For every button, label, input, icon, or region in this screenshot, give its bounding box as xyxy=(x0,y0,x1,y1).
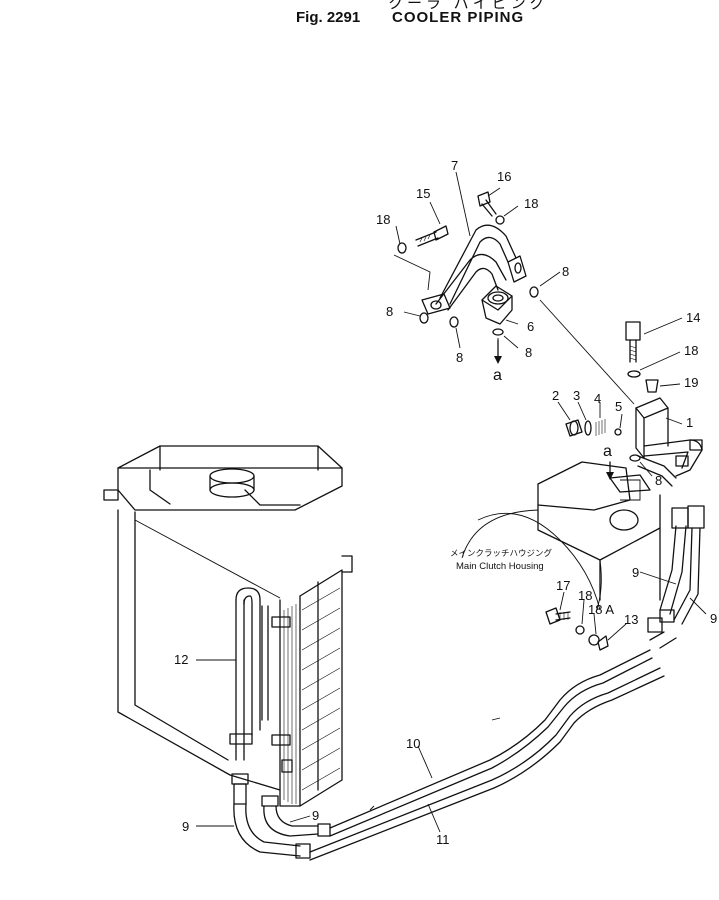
callout-14: 14 xyxy=(686,310,700,325)
callout-17: 17 xyxy=(556,578,570,593)
view-label-a-lower: a xyxy=(493,367,502,384)
callout-13: 13 xyxy=(624,612,638,627)
manifold-block-1 xyxy=(620,397,703,501)
callout-3: 3 xyxy=(573,388,580,403)
callout-18: 18 xyxy=(578,588,592,603)
figure-title: COOLER PIPING xyxy=(392,9,525,26)
callout-8: 8 xyxy=(386,304,393,319)
callout-1: 1 xyxy=(686,415,693,430)
callout-8: 8 xyxy=(562,264,569,279)
housing-label-en: Main Clutch Housing xyxy=(456,561,544,572)
clamp-13-bolt-17 xyxy=(545,607,609,651)
callout-9: 9 xyxy=(312,808,319,823)
callout-5: 5 xyxy=(615,399,622,414)
callout-numbers: 7 16 15 18 18 8 8 8 8 6 14 18 19 2 3 4 5… xyxy=(174,158,717,847)
callout-10: 10 xyxy=(406,736,420,751)
oil-cooler-pipe-12 xyxy=(229,587,293,773)
view-indicator-a: a a xyxy=(493,339,614,480)
callout-8: 8 xyxy=(456,350,463,365)
figure-header: クーラ パイピング Fig. 2291 COOLER PIPING xyxy=(0,0,719,34)
fittings-2-3-4-5 xyxy=(565,419,622,437)
pipe-7-assembly xyxy=(393,191,641,462)
callout-18: 18 xyxy=(524,196,538,211)
callout-9: 9 xyxy=(182,819,189,834)
callout-9: 9 xyxy=(710,611,717,626)
housing-label-jp: メインクラッチハウジング xyxy=(450,548,553,559)
hose-9-right xyxy=(647,505,705,649)
callout-11: 11 xyxy=(436,832,450,847)
callout-12: 12 xyxy=(174,652,188,667)
callout-9: 9 xyxy=(632,565,639,580)
callout-18: 18 xyxy=(684,343,698,358)
callout-8: 8 xyxy=(655,473,662,488)
callout-7: 7 xyxy=(451,158,458,173)
view-label-a-upper: a xyxy=(603,443,612,460)
radiator xyxy=(103,445,353,807)
long-pipes-10-11 xyxy=(309,649,665,861)
housing-label: メインクラッチハウジング Main Clutch Housing xyxy=(450,548,553,572)
callout-16: 16 xyxy=(497,169,511,184)
callout-6: 6 xyxy=(527,319,534,334)
callout-4: 4 xyxy=(594,391,601,406)
callout-18: 18 xyxy=(376,212,390,227)
callout-2: 2 xyxy=(552,388,559,403)
japanese-title: クーラ パイピング xyxy=(388,0,549,12)
figure-number: Fig. 2291 xyxy=(296,9,361,26)
callout-19: 19 xyxy=(684,375,698,390)
bolt-14-washer-18-plug-19 xyxy=(625,321,659,393)
leader-lines xyxy=(196,171,707,833)
callout-18A: 18 A xyxy=(588,602,614,617)
callout-15: 15 xyxy=(416,186,430,201)
hose-9-lower xyxy=(231,773,331,859)
callout-8: 8 xyxy=(525,345,532,360)
